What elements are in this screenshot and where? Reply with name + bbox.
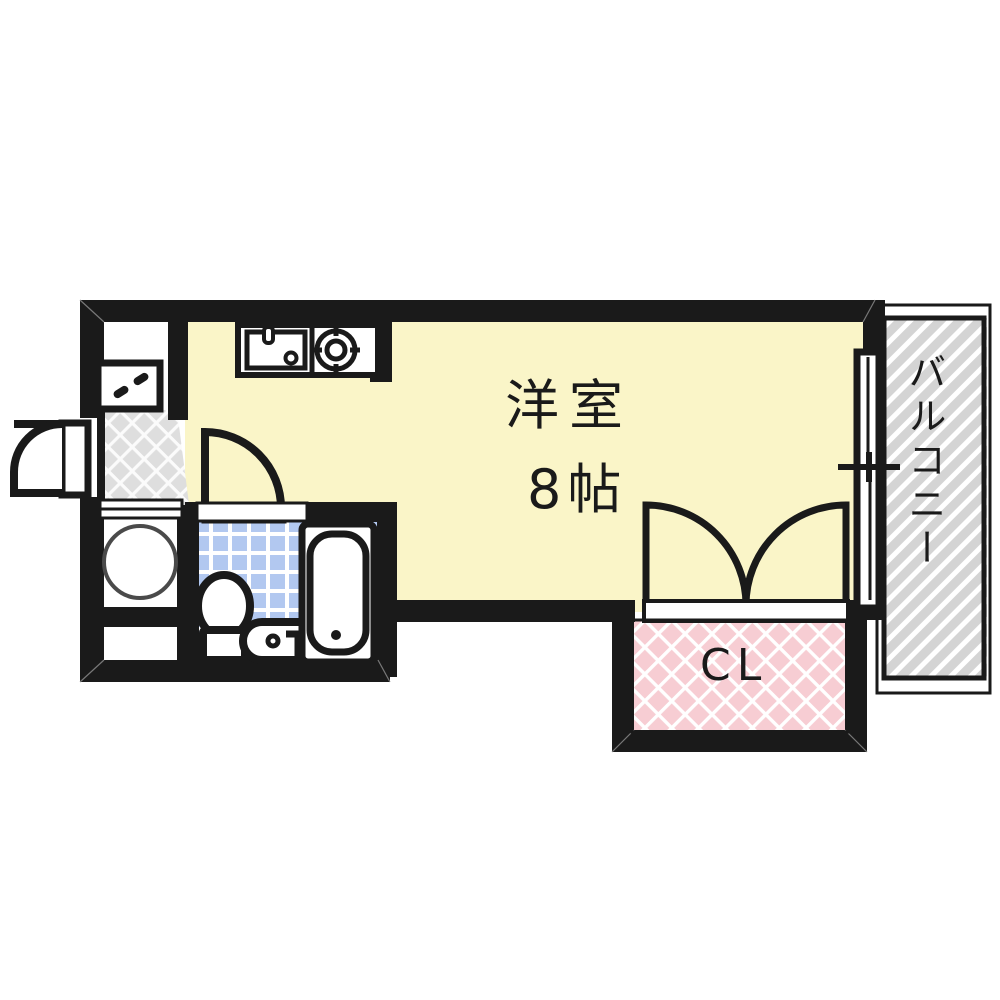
wall-genkan-room-divider <box>168 320 188 420</box>
wall-bevels <box>79 299 876 753</box>
washer-area <box>98 498 184 600</box>
closet-threshold <box>642 599 850 623</box>
kitchen-unit <box>235 322 381 378</box>
wall-closet-left <box>612 600 634 752</box>
closet-door-right-arc <box>742 501 850 609</box>
bath-door <box>195 501 309 523</box>
wall-washer-bottom <box>80 607 185 627</box>
closet-outline <box>630 618 867 734</box>
washing-machine-icon <box>102 524 178 600</box>
shoe-icon-1 <box>113 385 129 399</box>
entrance-door <box>10 419 92 499</box>
wall-closet-bottom <box>612 730 867 752</box>
entrance-door-swing-arc <box>10 420 63 497</box>
balcony-rail-outer <box>875 303 992 695</box>
wall-genkan-left <box>97 410 105 510</box>
wall-top-outer <box>80 300 875 322</box>
entrance-door-panel <box>58 419 92 499</box>
balcony-outline <box>875 303 992 695</box>
balcony-floor <box>884 318 987 678</box>
toilet-tank-icon <box>199 626 249 664</box>
wall-mid-horizontal <box>385 600 635 622</box>
room-outlines <box>630 618 867 734</box>
bathtub-inner-icon <box>306 530 370 656</box>
shoe-cabinet <box>94 359 164 413</box>
wall-left-outer-lower <box>80 497 104 682</box>
genkan-floor <box>104 410 190 512</box>
faucet-icon <box>262 325 275 345</box>
basin-drain-icon <box>265 633 281 649</box>
wall-closet-right <box>845 600 867 752</box>
wall-bath-right <box>377 505 397 675</box>
gas-burner-inner-icon <box>324 338 348 362</box>
sink-drain-icon <box>283 350 299 366</box>
balcony-window <box>838 348 900 612</box>
closet-floor <box>632 620 865 732</box>
shoe-cabinet-box <box>94 359 164 413</box>
shoe-icon-2 <box>133 372 149 386</box>
wall-washer-bath-divider <box>177 505 199 675</box>
bathtub-drain-icon <box>331 630 341 640</box>
bath-door-panel <box>195 501 309 523</box>
bathtub <box>298 520 378 666</box>
toilet <box>194 571 254 664</box>
balcony-rail-inner <box>881 315 987 681</box>
